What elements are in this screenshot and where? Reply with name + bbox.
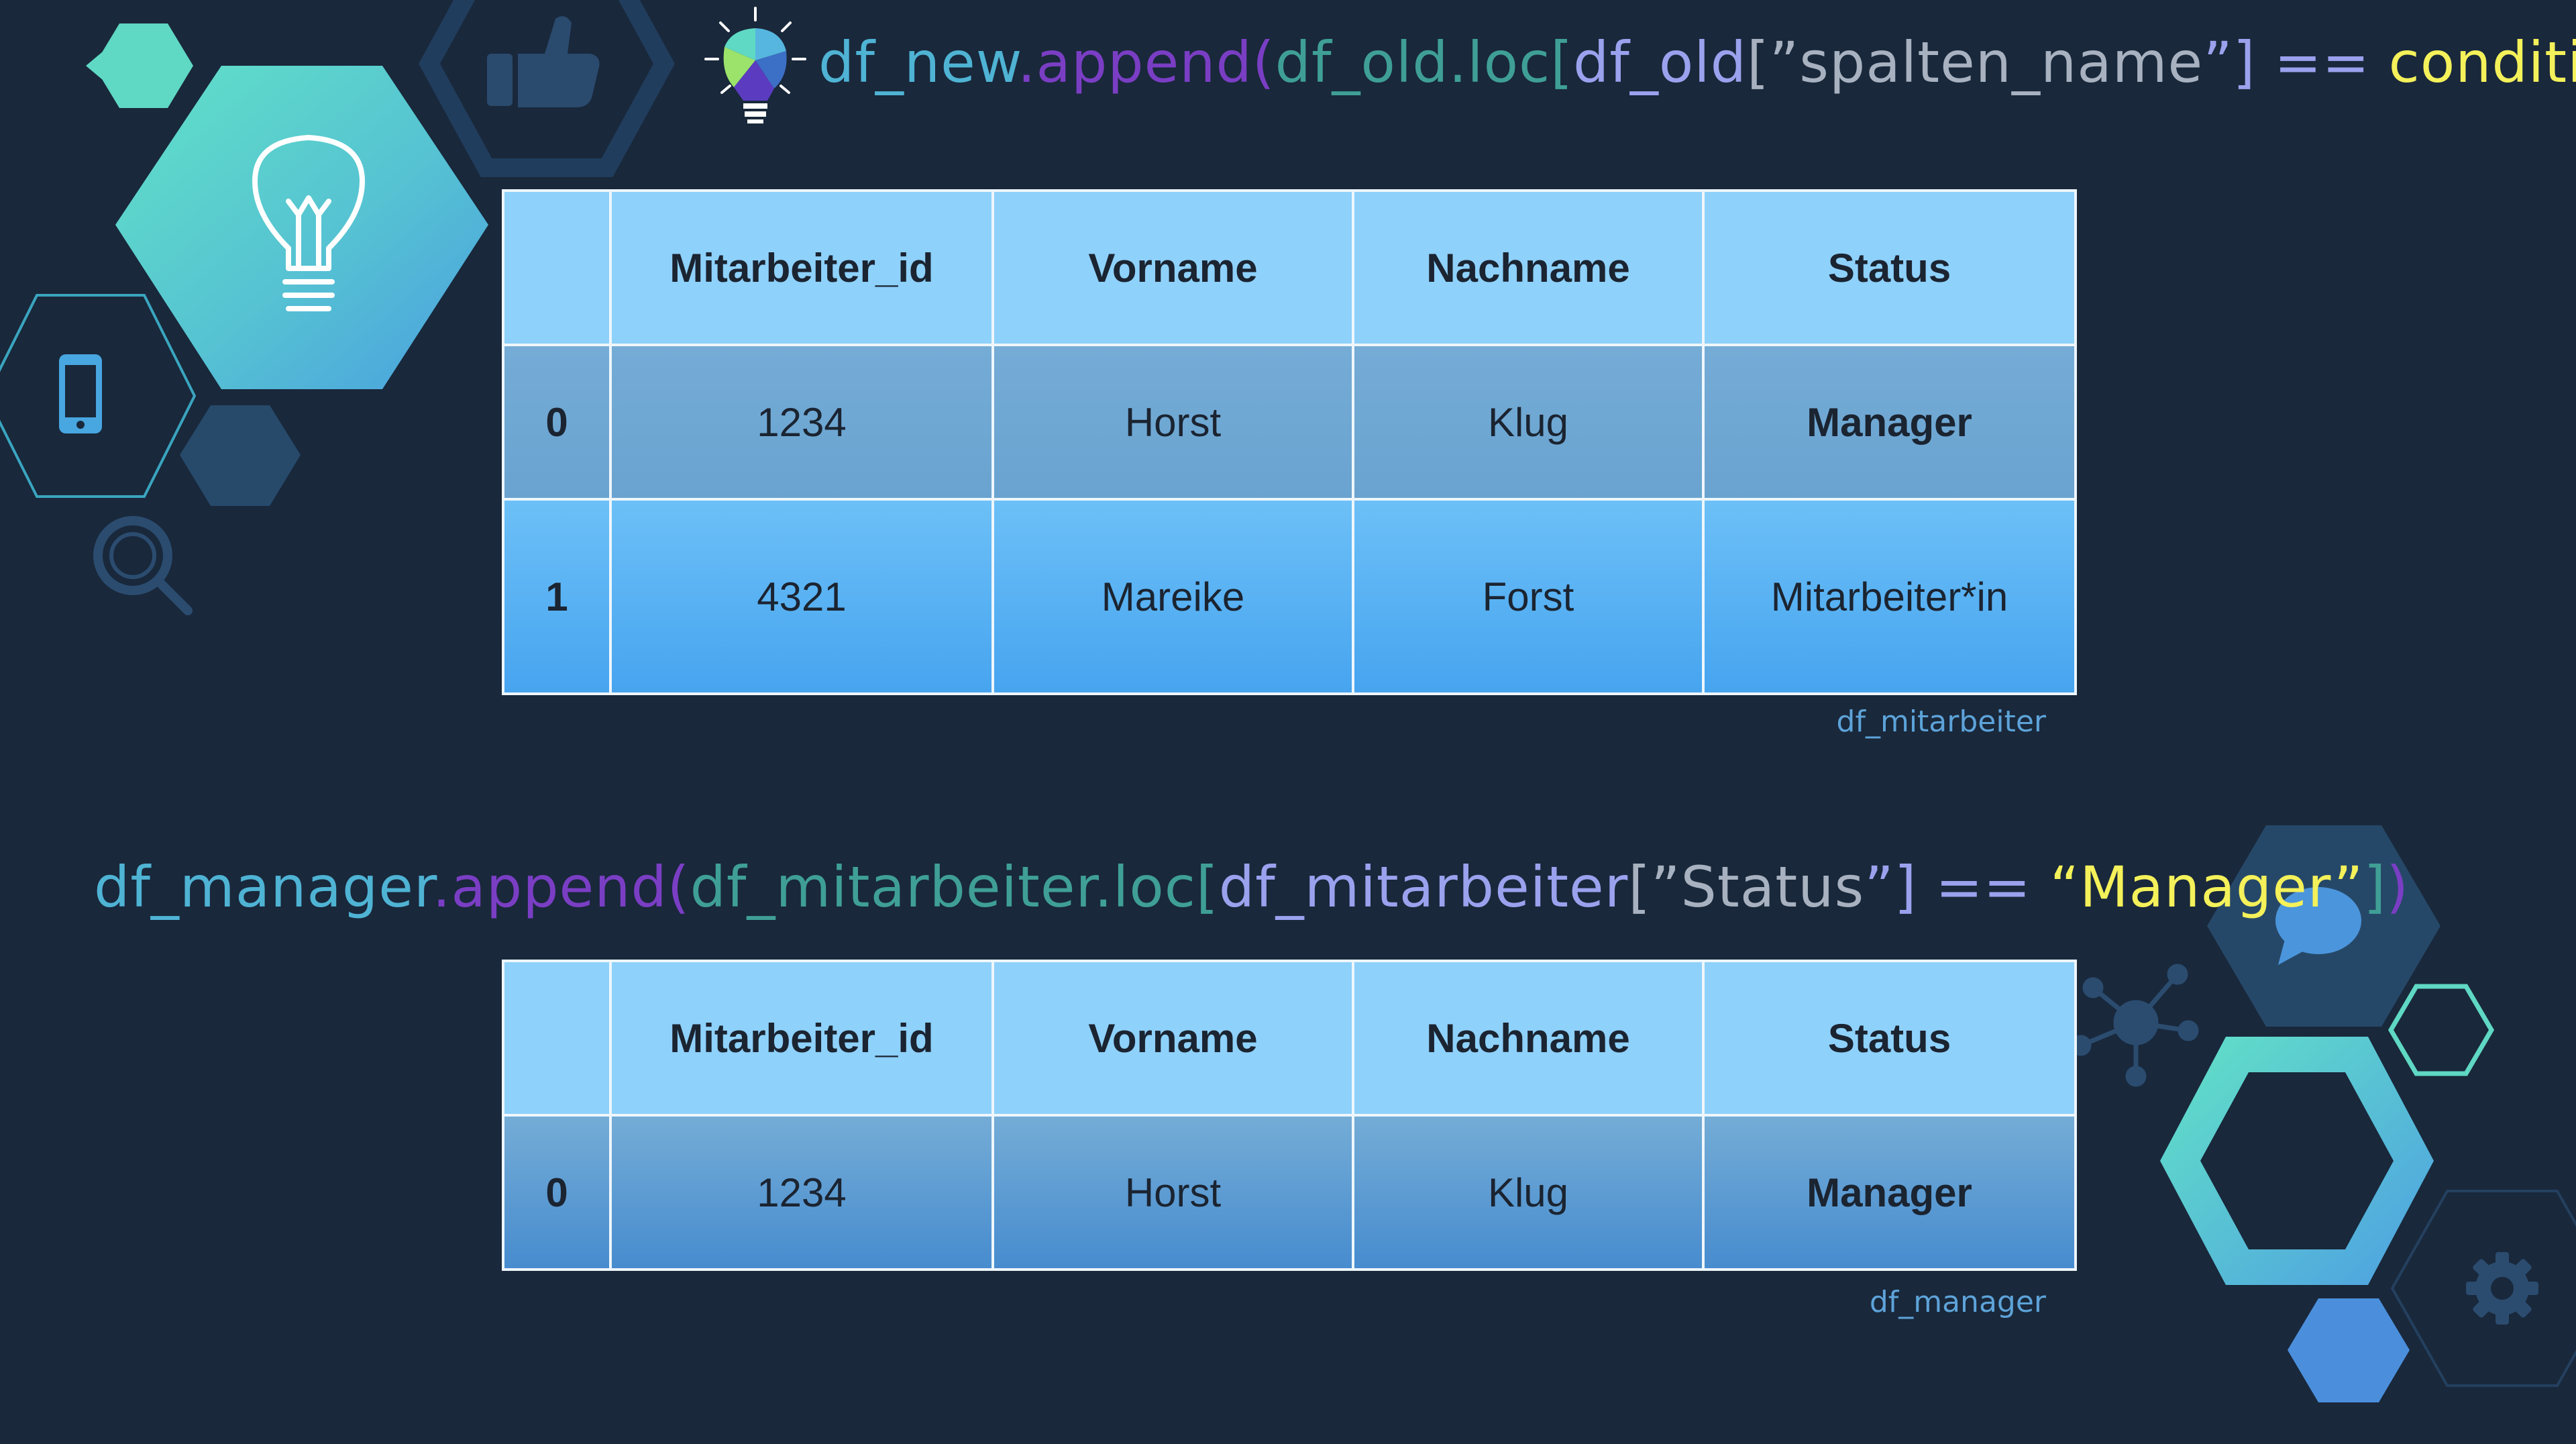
code-col-open: [” bbox=[1746, 30, 1800, 95]
network-icon bbox=[2070, 964, 2199, 1087]
hexagon-lightbulb bbox=[115, 66, 488, 389]
header-vorname: Vorname bbox=[991, 189, 1354, 346]
cell-status: Mitarbeiter*in bbox=[1702, 498, 2077, 695]
cell-index: 1 bbox=[502, 498, 612, 695]
code-col-open: [” bbox=[1628, 854, 1681, 920]
smartphone-icon bbox=[59, 354, 102, 433]
hexagon-dark bbox=[180, 405, 301, 506]
header-nachname: Nachname bbox=[1352, 189, 1705, 346]
caption-df-mitarbeiter: df_mitarbeiter bbox=[1836, 705, 2046, 739]
header-index bbox=[502, 189, 612, 346]
code-line-generic: df_new.append(df_old.loc[df_old[”spalten… bbox=[818, 25, 2576, 99]
cell-vorname: Horst bbox=[991, 344, 1354, 501]
header-nachname: Nachname bbox=[1352, 960, 1705, 1117]
table-row: 0 1234 Horst Klug Manager bbox=[502, 344, 2077, 501]
cell-status: Manager bbox=[1702, 1114, 2077, 1271]
code-append: .append( bbox=[1017, 30, 1275, 95]
code-df-mitarbeiter: df_mitarbeiter bbox=[1218, 854, 1629, 920]
code-df-old-loc: df_old.loc bbox=[1275, 30, 1551, 95]
table-header-row: Mitarbeiter_id Vorname Nachname Status bbox=[502, 960, 2077, 1117]
code-col-close: ”] bbox=[2203, 30, 2256, 95]
thumbs-up-icon bbox=[487, 16, 600, 108]
cell-id: 1234 bbox=[609, 344, 994, 501]
code-value: “Manager” bbox=[2049, 854, 2364, 920]
header-index bbox=[502, 960, 612, 1117]
table-row: 1 4321 Mareike Forst Mitarbeiter*in bbox=[502, 498, 2077, 695]
code-line-manager: df_manager.append(df_mitarbeiter.loc[df_… bbox=[94, 847, 2409, 927]
code-close-paren: ) bbox=[2386, 854, 2410, 920]
code-bracket-open: [ bbox=[1195, 854, 1219, 920]
cell-index: 0 bbox=[502, 1114, 612, 1271]
header-mitarbeiter-id: Mitarbeiter_id bbox=[609, 189, 994, 346]
hexagon-outline-small bbox=[2387, 984, 2495, 1076]
hexagon-outline-phone bbox=[0, 294, 197, 498]
idea-bulb-icon bbox=[704, 7, 806, 123]
code-df-new: df_new bbox=[818, 30, 1018, 95]
code-col-close: ”] bbox=[1864, 854, 1917, 920]
table-row: 0 1234 Horst Klug Manager bbox=[502, 1114, 2077, 1271]
code-condition: condition bbox=[2388, 30, 2576, 95]
header-vorname: Vorname bbox=[991, 960, 1354, 1117]
code-close-bracket: ] bbox=[2363, 854, 2387, 920]
hexagon-ring-large bbox=[2160, 1037, 2434, 1285]
cell-vorname: Horst bbox=[991, 1114, 1354, 1271]
code-append: .append( bbox=[432, 854, 690, 920]
header-mitarbeiter-id: Mitarbeiter_id bbox=[609, 960, 994, 1117]
cell-nachname: Forst bbox=[1352, 498, 1705, 695]
code-bracket-open: [ bbox=[1550, 30, 1573, 95]
code-eq: == bbox=[1917, 854, 2050, 920]
hexagon-outline-gear bbox=[2390, 1190, 2576, 1387]
code-df-mitarbeiter-loc: df_mitarbeiter.loc bbox=[690, 854, 1196, 920]
code-col-name: spalten_name bbox=[1799, 30, 2204, 95]
table-df-manager: Mitarbeiter_id Vorname Nachname Status 0… bbox=[502, 960, 2077, 1271]
magnifier-icon bbox=[93, 516, 193, 615]
hexagon-blue bbox=[2288, 1298, 2410, 1402]
table-df-mitarbeiter: Mitarbeiter_id Vorname Nachname Status 0… bbox=[502, 189, 2077, 695]
cell-nachname: Klug bbox=[1352, 1114, 1705, 1271]
cell-nachname: Klug bbox=[1352, 344, 1705, 501]
header-status: Status bbox=[1702, 960, 2077, 1117]
gear-icon bbox=[2466, 1252, 2538, 1325]
code-df-manager: df_manager bbox=[94, 854, 433, 920]
lightbulb-icon bbox=[252, 135, 365, 311]
chat-bubble-icon bbox=[2275, 887, 2361, 965]
hexagon-small-teal-shape bbox=[94, 23, 193, 108]
code-df-old: df_old bbox=[1572, 30, 1747, 95]
cell-id: 1234 bbox=[609, 1114, 994, 1271]
table-header-row: Mitarbeiter_id Vorname Nachname Status bbox=[502, 189, 2077, 346]
cell-status: Manager bbox=[1702, 344, 2077, 501]
code-col-name: Status bbox=[1680, 854, 1865, 920]
hexagon-outline-thumbs bbox=[419, 0, 675, 177]
cell-id: 4321 bbox=[609, 498, 994, 695]
code-eq: == bbox=[2255, 30, 2389, 95]
cell-vorname: Mareike bbox=[991, 498, 1354, 695]
caption-df-manager: df_manager bbox=[1869, 1285, 2046, 1319]
cell-index: 0 bbox=[502, 344, 612, 501]
header-status: Status bbox=[1702, 189, 2077, 346]
